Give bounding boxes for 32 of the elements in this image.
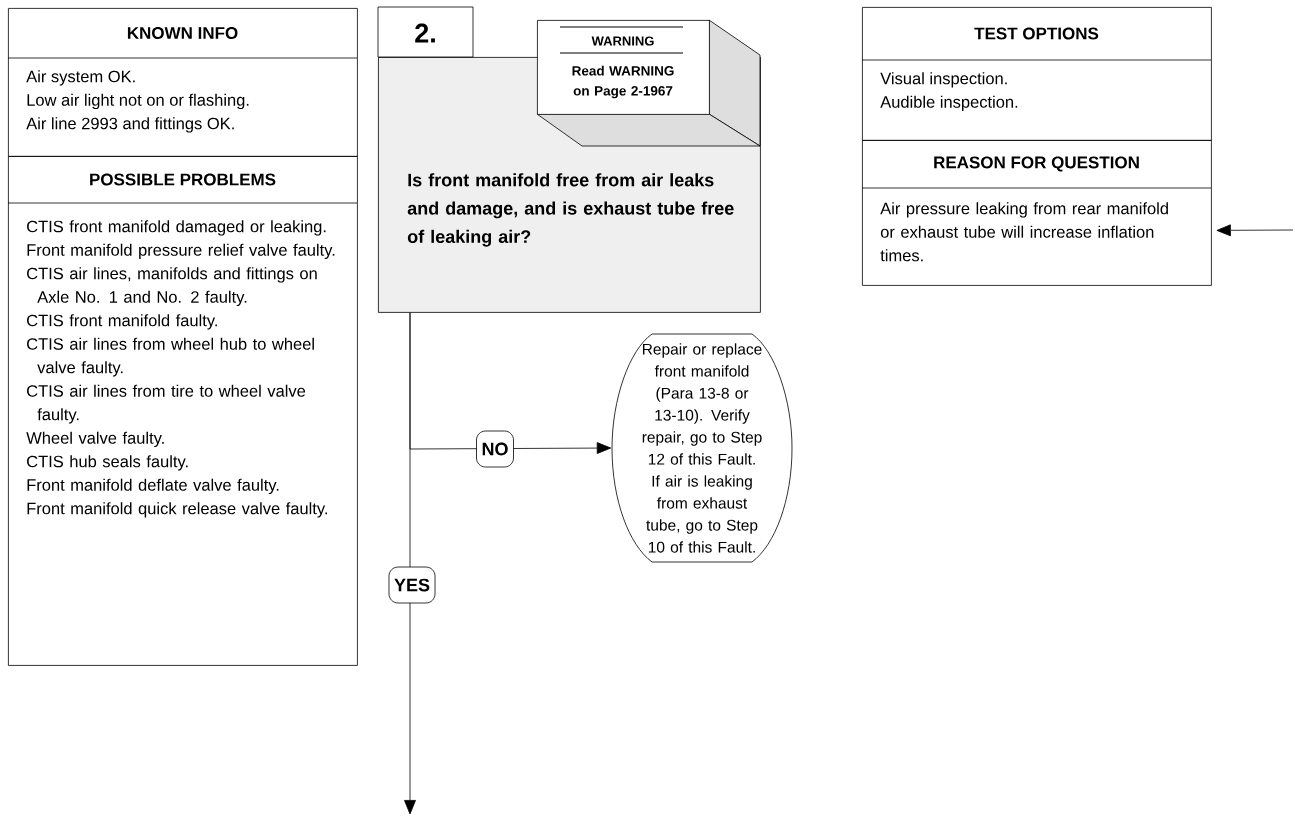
list-item: Front manifold deflate valve faulty. — [27, 478, 279, 495]
info-text: Low air light not on or flashing. — [27, 93, 249, 110]
list-item: Front manifold pressure relief valve faulty. — [27, 243, 335, 260]
info-text: Air system OK. — [26, 70, 135, 86]
panel-heading: KNOWN INFO — [127, 27, 238, 40]
edge-label: NO — [476, 430, 514, 468]
terminal-box: Repair or replace front manifold (Para 13-8 or 13-10). Verify repair, go to Step 12 of this Fault. If air is leaking from exhaust tube, go to Step 10 of this Fault. — [611, 333, 793, 563]
list-item: CTIS front manifold faulty. — [27, 314, 217, 330]
panel-heading: TEST OPTIONS — [974, 27, 1099, 40]
info-text: Visual inspection. — [880, 72, 1007, 88]
list-item: CTIS front manifold damaged or leaking. — [27, 220, 326, 236]
info-panel — [7, 8, 358, 157]
list-item: CTIS air lines, manifolds and fittings on Axle No. 1 and No. 2 faulty. — [27, 267, 317, 307]
arrow — [404, 312, 416, 815]
list-item: Wheel valve faulty. — [26, 431, 164, 448]
info-text: Air pressure leaking from rear manifold or exhaust tube will increase inflation times. — [880, 202, 1168, 262]
info-panel — [861, 7, 1212, 141]
arrow — [1216, 224, 1294, 237]
edge-label: YES — [388, 566, 436, 604]
info-panel — [861, 140, 1212, 286]
info-panel — [7, 156, 358, 666]
list-item: Front manifold quick release valve faulty. — [27, 502, 327, 518]
warning-box: WARNING Read WARNING on Page 2-1967 — [536, 19, 761, 147]
list-item: CTIS hub seals faulty. — [27, 455, 188, 471]
question-text: Is front manifold free from air leaks and damage, and is exhaust tube free of leaking air? — [407, 173, 734, 247]
list-item: CTIS air lines from tire to wheel valve faulty. — [27, 384, 306, 424]
step-number: 2. — [415, 23, 435, 43]
info-text: Air line 2993 and fittings OK. — [26, 117, 234, 133]
info-text: Audible inspection. — [880, 95, 1018, 112]
panel-heading: REASON FOR QUESTION — [934, 156, 1139, 172]
panel-heading: POSSIBLE PROBLEMS — [90, 173, 276, 186]
list-item: CTIS air lines from wheel hub to wheel valve faulty. — [27, 337, 314, 377]
